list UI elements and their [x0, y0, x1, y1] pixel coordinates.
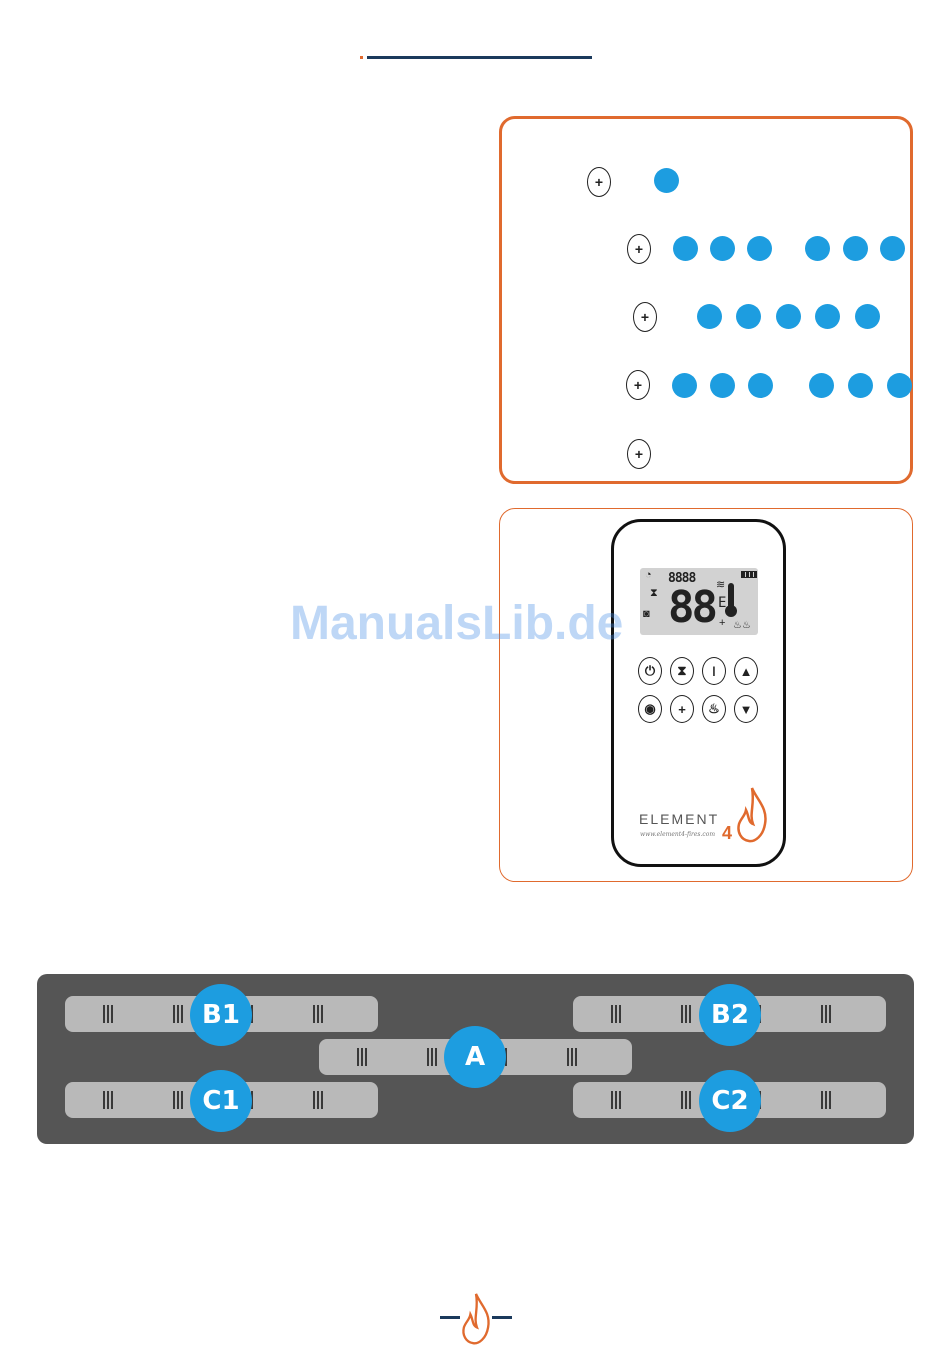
lcd-signal-icon: ≋: [716, 578, 725, 591]
zone-flame-icon: +: [633, 302, 657, 332]
zone-dot: [736, 304, 761, 329]
zone-dot: [887, 373, 912, 398]
zone-label-b2: B2: [699, 984, 761, 1046]
zone-dot: [809, 373, 834, 398]
header-accent-dot: [360, 56, 363, 59]
zone-dot: [710, 373, 735, 398]
zone-button[interactable]: +: [670, 695, 694, 723]
zone-flame-icon: +: [626, 370, 650, 400]
lcd-timer-icon: ⧗: [650, 587, 658, 600]
zone-dot: [697, 304, 722, 329]
down-button[interactable]: ▼: [734, 695, 758, 723]
zone-dot: [747, 236, 772, 261]
timer-button[interactable]: ⧗: [670, 657, 694, 685]
zone-dot: [848, 373, 873, 398]
thermostat-button[interactable]: ǀ: [702, 657, 726, 685]
lcd-thermometer-bulb: [725, 605, 737, 617]
brand-url: www.element4-fires.com: [640, 831, 715, 838]
zone-label-b1: B1: [190, 984, 252, 1046]
lcd-flame-icon: ♨♨: [733, 620, 751, 631]
footer-rule-right: [492, 1316, 512, 1319]
zone-dot: [805, 236, 830, 261]
power-button[interactable]: ⏻: [638, 657, 662, 685]
zone-dot: [776, 304, 801, 329]
lcd-program-icon: ◔: [645, 569, 652, 581]
zone-dot: [673, 236, 698, 261]
brand-number: 4: [722, 823, 732, 844]
zone-flame-icon: +: [627, 234, 651, 264]
footer-flame-icon: [460, 1292, 492, 1346]
zone-dot: [710, 236, 735, 261]
brand-logo-text: ELEMENT: [639, 811, 719, 827]
watermark: ManualsLib.de: [290, 596, 623, 651]
zone-label-a: A: [444, 1026, 506, 1088]
zone-dot: [748, 373, 773, 398]
up-button[interactable]: ▲: [734, 657, 758, 685]
lcd-eco-icon: ◙: [643, 608, 650, 620]
lcd-battery-icon: [741, 571, 757, 578]
lcd-main-digits: 88: [668, 585, 715, 631]
zone-dot: [843, 236, 868, 261]
zone-dot: [855, 304, 880, 329]
zone-label-c2: C2: [699, 1070, 761, 1132]
zone-dot: [654, 168, 679, 193]
flame-button[interactable]: ♨: [702, 695, 726, 723]
flame-logo-icon: [735, 786, 769, 844]
zone-flame-icon: +: [627, 439, 651, 469]
zone-label-c1: C1: [190, 1070, 252, 1132]
zone-dot: [880, 236, 905, 261]
lcd-zone-icon: +: [719, 617, 725, 629]
zone-dot: [672, 373, 697, 398]
header-rule: [367, 56, 592, 59]
footer-rule-left: [440, 1316, 460, 1319]
zone-flame-icon: +: [587, 167, 611, 197]
zone-dot: [815, 304, 840, 329]
zone-indicator-panel: [499, 116, 913, 484]
program-button[interactable]: ◉: [638, 695, 662, 723]
